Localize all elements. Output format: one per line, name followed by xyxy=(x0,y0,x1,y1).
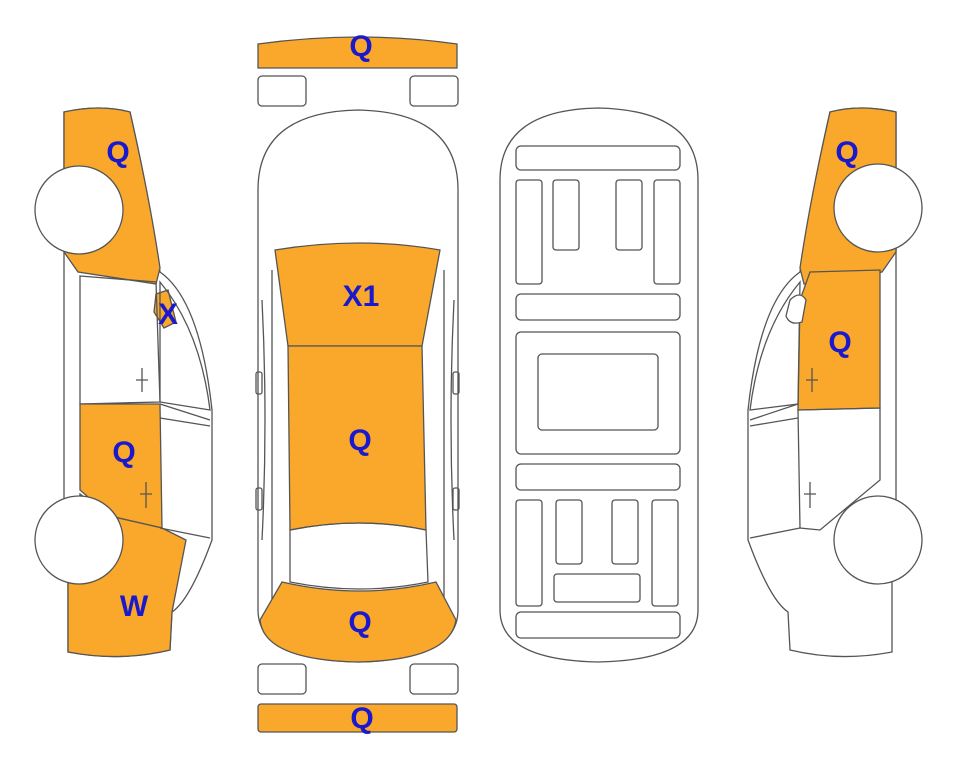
top-view xyxy=(255,36,460,733)
label-left-rear-quarter: W xyxy=(120,590,149,623)
right-front-wheel xyxy=(833,163,923,253)
right-door-handle-1 xyxy=(806,368,818,392)
underside-part xyxy=(651,499,679,607)
right-door-line xyxy=(749,403,799,421)
label-left-front-fender: Q xyxy=(106,136,129,169)
label-right-front-fender: Q xyxy=(835,136,858,169)
front-left-light xyxy=(257,75,307,107)
damage-labels: Q X1 Q Q Q Q X Q W Q Q xyxy=(106,30,858,735)
rear-window xyxy=(289,522,429,590)
rear-bumper-panel xyxy=(257,703,458,733)
left-mirror xyxy=(255,371,263,395)
underside-part xyxy=(515,293,681,321)
rear-right-light xyxy=(409,663,459,695)
left-rear-wheel xyxy=(34,495,124,585)
underside-part xyxy=(515,611,681,639)
left-door-line-2 xyxy=(159,417,211,427)
underside-part xyxy=(515,331,681,455)
label-left-rear-door: Q xyxy=(112,436,135,469)
underside-part xyxy=(515,179,543,285)
label-left-a-pillar: X xyxy=(158,298,178,331)
underside-part xyxy=(615,179,643,251)
left-wheels xyxy=(34,165,124,585)
front-bumper-panel xyxy=(257,36,458,69)
label-trunk: Q xyxy=(348,606,371,639)
hood-panel xyxy=(274,242,441,347)
right-mirror-bump xyxy=(785,294,807,324)
underside-part xyxy=(552,179,580,251)
underside-view xyxy=(499,107,699,663)
left-door-handle-2 xyxy=(140,482,152,508)
rear-left-light xyxy=(257,663,307,695)
left-mirror-rear xyxy=(255,487,263,511)
label-hood: X1 xyxy=(343,280,380,313)
underside-part xyxy=(611,499,639,565)
right-mirror-rear xyxy=(452,487,460,511)
underside-outline xyxy=(499,107,699,663)
underside-part xyxy=(515,463,681,491)
right-lower-line xyxy=(749,527,801,539)
right-rear-window xyxy=(797,407,881,531)
right-windshield xyxy=(749,280,801,411)
label-front-bumper: Q xyxy=(349,30,372,63)
right-door-handle-2 xyxy=(804,482,816,508)
top-right-side-line-2 xyxy=(450,299,455,541)
label-rear-bumper: Q xyxy=(350,702,373,735)
underside-part xyxy=(515,145,681,171)
left-lower-line xyxy=(159,527,211,539)
top-left-side-line-2 xyxy=(261,299,266,541)
left-front-window xyxy=(79,275,161,405)
left-door-handle-1 xyxy=(136,368,148,392)
underside-part xyxy=(653,179,681,285)
left-windshield xyxy=(159,280,211,411)
underside-part xyxy=(515,499,543,607)
right-wheels xyxy=(833,163,923,585)
left-door-line xyxy=(159,403,211,421)
front-right-light xyxy=(409,75,459,107)
underside-part xyxy=(537,353,659,431)
underside-part xyxy=(553,573,641,603)
label-roof: Q xyxy=(348,424,371,457)
trunk-panel xyxy=(259,581,457,663)
right-rear-wheel xyxy=(833,495,923,585)
right-mirror xyxy=(452,371,460,395)
underside-part xyxy=(555,499,583,565)
right-door-line-2 xyxy=(749,417,799,427)
label-right-front-door: Q xyxy=(828,326,851,359)
left-front-wheel xyxy=(34,165,124,255)
